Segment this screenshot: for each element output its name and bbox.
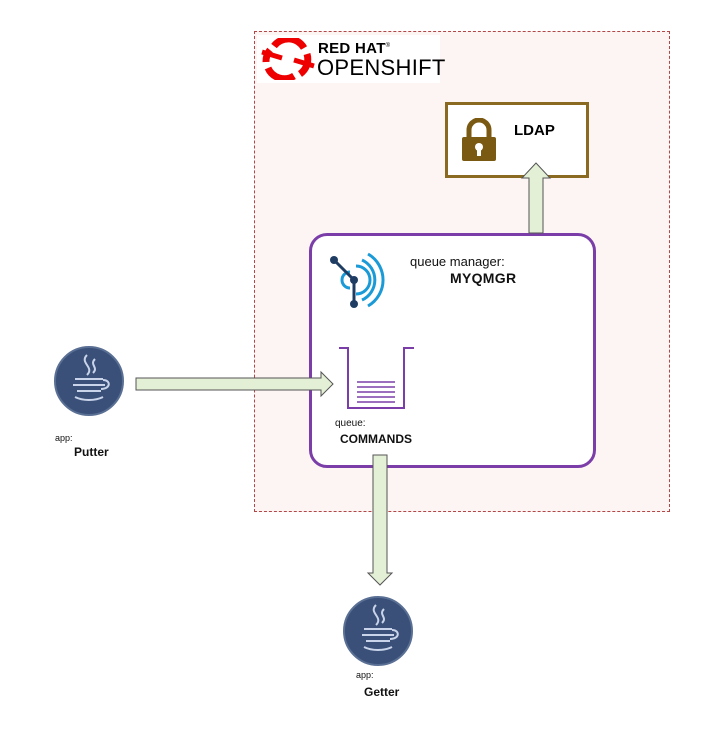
queue-manager-name: MYQMGR xyxy=(450,270,517,286)
java-icon xyxy=(54,346,124,416)
getter-app-label: app: xyxy=(356,670,374,680)
putter-app-name: Putter xyxy=(74,445,109,459)
queue-manager-label: queue manager: xyxy=(410,254,505,269)
queue-name: COMMANDS xyxy=(340,432,412,446)
openshift-logo-icon xyxy=(261,38,315,80)
ldap-label: LDAP xyxy=(514,122,555,139)
arrow-qmgr-to-ldap xyxy=(520,162,552,234)
arrow-queue-to-getter xyxy=(366,454,394,586)
redhat-openshift-logo: RED HAT® OPENSHIFT xyxy=(257,35,445,83)
logo-text-redhat: RED HAT® xyxy=(318,40,391,57)
queue-manager-box xyxy=(309,233,596,468)
logo-text-openshift: OPENSHIFT xyxy=(317,55,446,80)
ldap-box: LDAP xyxy=(445,102,589,178)
queue-icon xyxy=(339,347,414,409)
lock-icon xyxy=(462,118,496,161)
queue-label: queue: xyxy=(335,418,366,429)
arrow-putter-to-queue xyxy=(135,370,334,398)
getter-app-name: Getter xyxy=(364,685,400,699)
mq-icon xyxy=(330,252,385,308)
putter-app-label: app: xyxy=(55,433,73,443)
java-icon xyxy=(343,596,413,666)
